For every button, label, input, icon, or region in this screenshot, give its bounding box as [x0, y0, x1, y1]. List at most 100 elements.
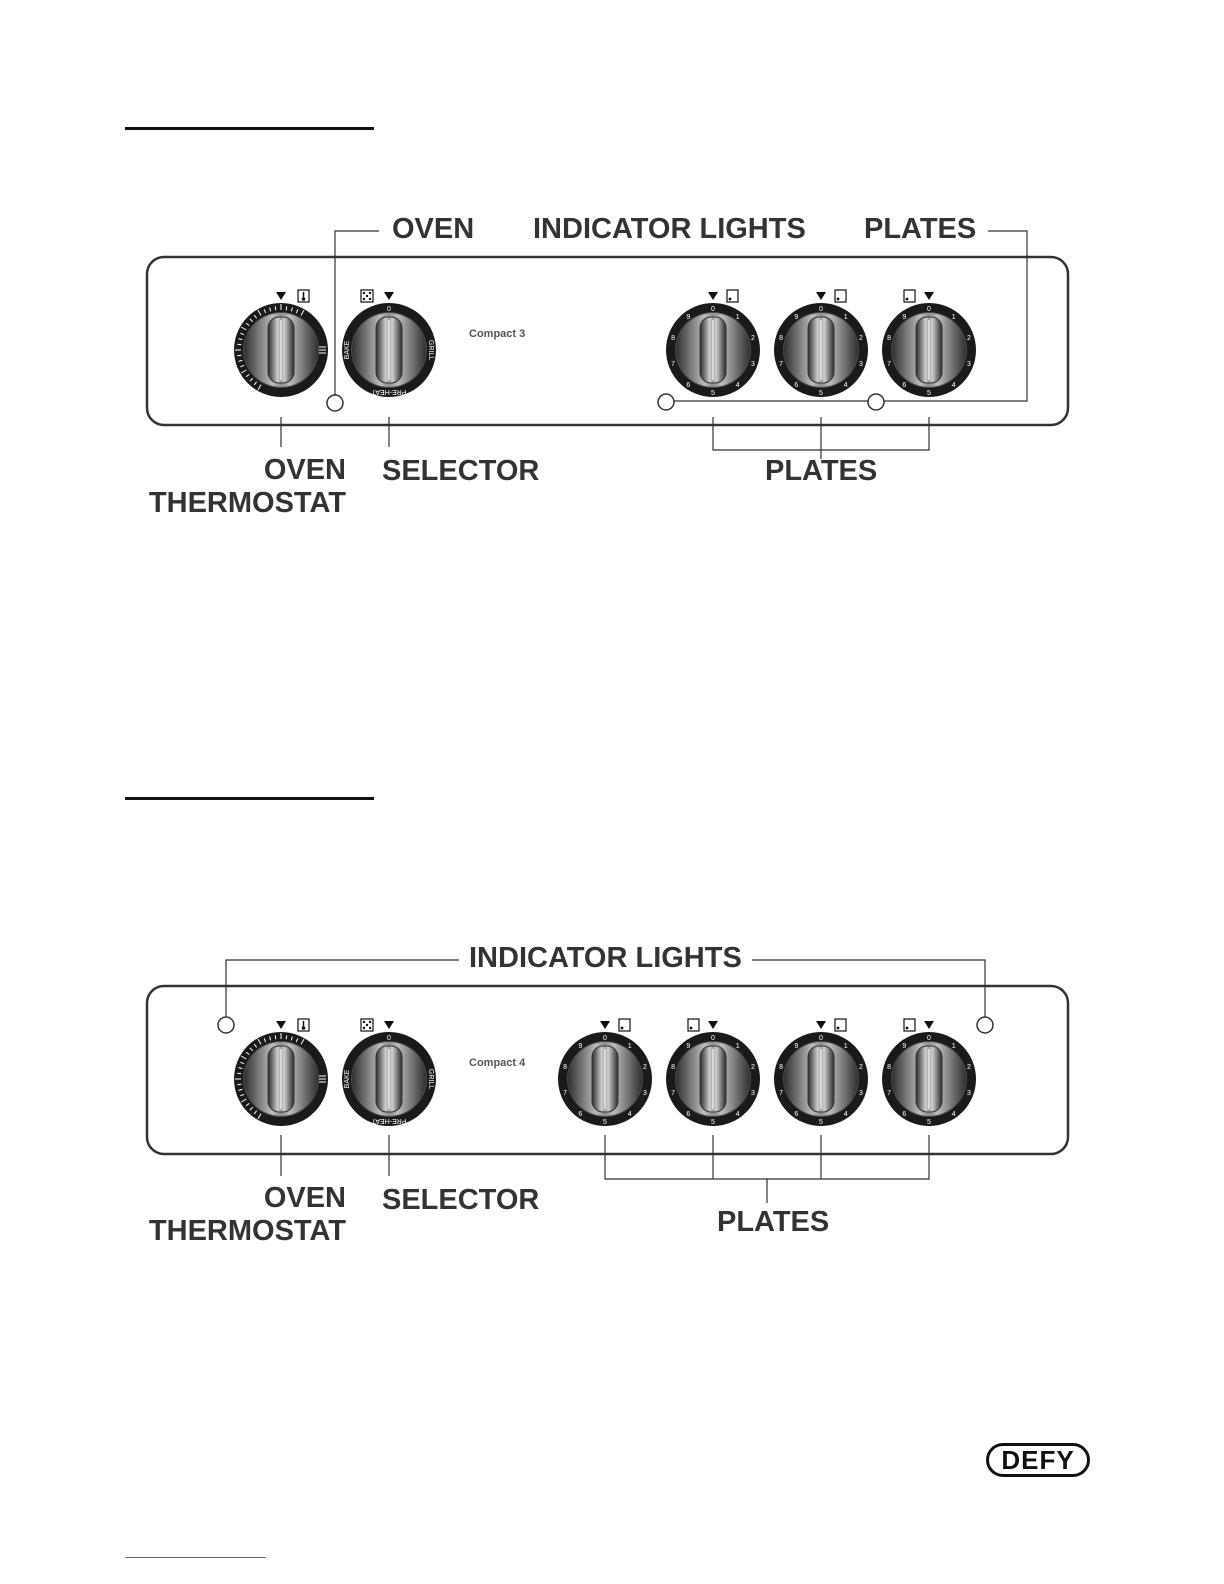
selector-bake-label: BAKE [344, 1069, 351, 1088]
thermostat-tick [257, 309, 262, 316]
thermostat-tick [249, 1047, 254, 1052]
oven-thermostat-label-line2: THERMOSTAT [148, 487, 346, 519]
thermostat-tick [300, 309, 305, 316]
plate-position-icon [816, 289, 847, 303]
thermostat-tick [257, 384, 262, 391]
plate-indicator-light [657, 393, 675, 411]
plates-light-leader [884, 230, 1028, 402]
knob-number: 3 [751, 1090, 755, 1097]
pointer-triangle-icon [276, 292, 286, 300]
thermostat-tick [245, 1102, 250, 1107]
pointer-triangle-icon [816, 292, 826, 300]
knob-number: 7 [779, 1090, 783, 1097]
knob-number: 1 [628, 1043, 632, 1050]
knob-number: 4 [952, 382, 956, 389]
knob-number: 6 [794, 382, 798, 389]
thermometer-symbol-icon [276, 1018, 310, 1032]
knob-number: 7 [671, 361, 675, 368]
knob-number: 3 [859, 1090, 863, 1097]
knob-number: 8 [887, 1064, 891, 1071]
thermostat-tick [274, 1035, 277, 1040]
thermostat-tick [295, 1038, 299, 1043]
knob-number: 4 [736, 1111, 740, 1118]
oven-light-leader [334, 230, 379, 396]
pointer-triangle-icon [276, 1021, 286, 1029]
knob-number: 8 [779, 1064, 783, 1071]
selector-bake-label: BAKE [344, 340, 351, 359]
oven-thermostat-knob[interactable] [234, 303, 328, 397]
indicator-light-right [976, 1016, 994, 1034]
selector-grill-label: GRILL [427, 340, 434, 360]
indicator-light-left [217, 1016, 235, 1034]
thermostat-tick [269, 1036, 272, 1041]
section-rule-top [125, 127, 374, 130]
thermostat-tick [240, 1055, 247, 1060]
knob-number: 3 [967, 361, 971, 368]
knob-number: 3 [859, 361, 863, 368]
plate-position-icon [816, 1018, 847, 1032]
thermostat-tick [253, 381, 258, 386]
thermostat-tick [249, 318, 254, 323]
knob-number: 0 [711, 306, 715, 313]
thermostat-tick [245, 373, 250, 378]
plates-light-label: PLATES [864, 213, 977, 245]
plate-position-icon [708, 289, 739, 303]
thermostat-tick [240, 1093, 245, 1097]
thermostat-tick [237, 343, 242, 346]
selector-off-label: 0 [387, 1035, 391, 1042]
knob-number: 2 [859, 1064, 863, 1071]
oven-indicator-light [326, 394, 344, 412]
pointer-triangle-icon [384, 292, 394, 300]
knob-number: 7 [887, 1090, 891, 1097]
pointer-triangle-icon [708, 1021, 718, 1029]
knob-number: 2 [751, 1064, 755, 1071]
oven-thermostat-knob[interactable] [234, 1032, 328, 1126]
thermometer-symbol-icon [276, 289, 310, 303]
oven-thermostat-label-line2: THERMOSTAT [148, 1215, 346, 1247]
thermostat-tick [240, 326, 247, 331]
knob-number: 8 [563, 1064, 567, 1071]
plates-label: PLATES [717, 1206, 830, 1238]
knob-number: 2 [751, 335, 755, 342]
knob-number: 1 [952, 314, 956, 321]
knob-number: 5 [711, 1119, 715, 1126]
knob-number: 3 [751, 361, 755, 368]
knob-number: 4 [844, 382, 848, 389]
knob-number: 2 [859, 335, 863, 342]
plates-label: PLATES [765, 455, 878, 487]
knob-number: 9 [578, 1043, 582, 1050]
control-panel [145, 984, 1070, 1156]
indicator-leader-left [225, 959, 459, 1017]
selector-symbol-icon [360, 1018, 394, 1032]
thermostat-tick [290, 307, 293, 312]
thermostat-tick [253, 1110, 258, 1115]
knob-number: 9 [902, 1043, 906, 1050]
knob-number: 2 [643, 1064, 647, 1071]
thermostat-tick [240, 369, 247, 374]
knob-number: 2 [967, 1064, 971, 1071]
plate-indicator-light [867, 393, 885, 411]
thermostat-tick [285, 306, 288, 311]
selector-preheat-label: PRE-HEAT [371, 388, 407, 395]
knob-number: 7 [779, 361, 783, 368]
thermostat-tick [274, 306, 277, 311]
knob-number: 5 [927, 1119, 931, 1126]
indicator-lights-label: INDICATOR LIGHTS [533, 213, 806, 245]
thermostat-tick [238, 1088, 243, 1091]
thermostat-tick [257, 1038, 262, 1045]
knob-number: 5 [711, 390, 715, 397]
knob-number: 8 [887, 335, 891, 342]
thermostat-tick [300, 1038, 305, 1045]
thermostat-tick [257, 1113, 262, 1120]
